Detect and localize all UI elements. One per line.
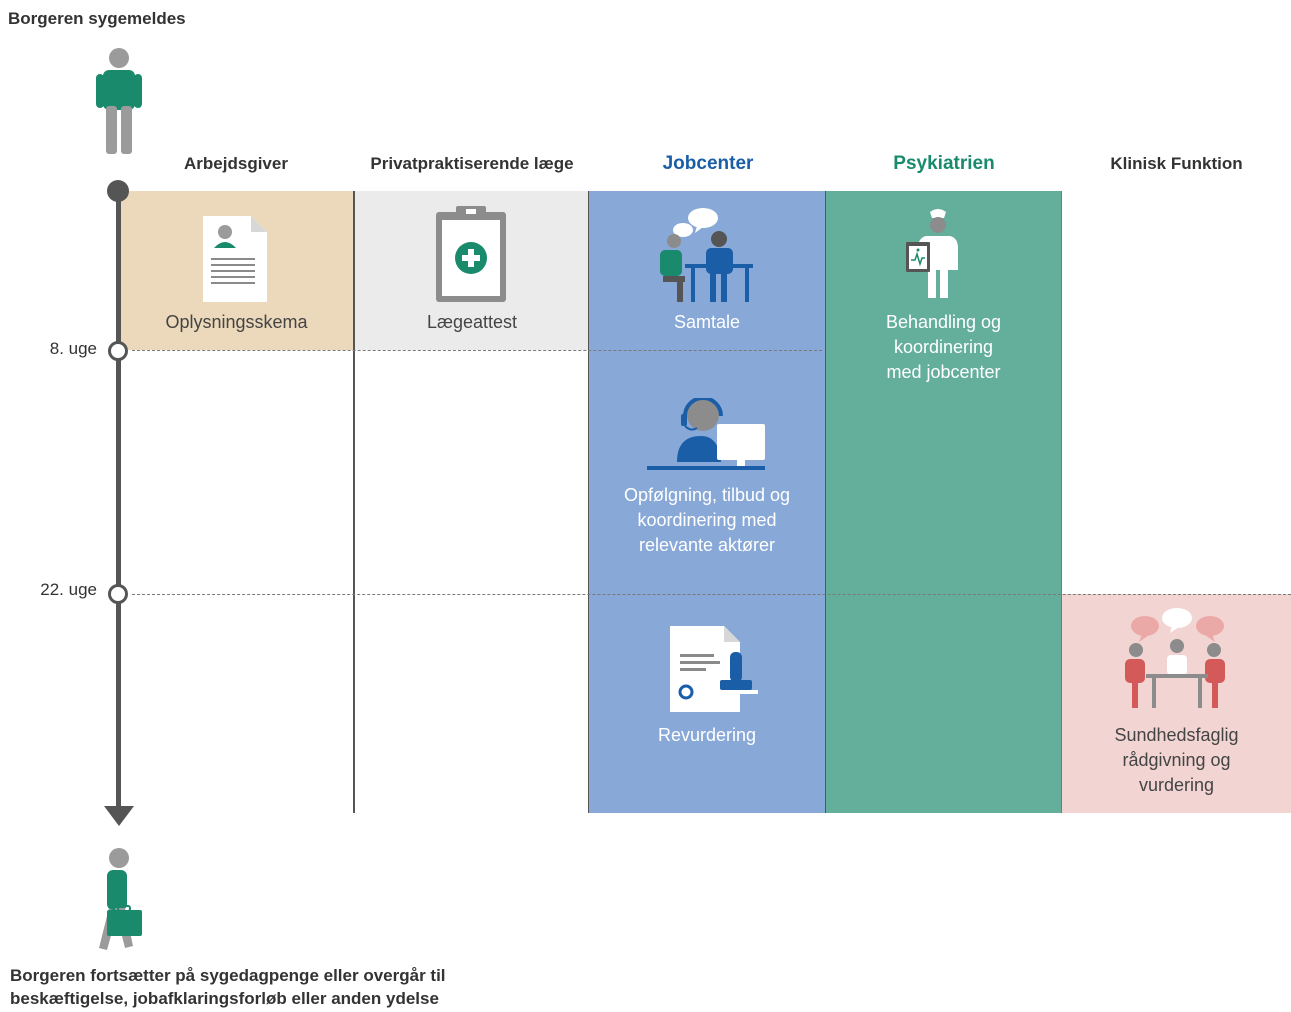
milestone-marker-22 bbox=[108, 584, 128, 604]
column-divider bbox=[588, 191, 589, 813]
person-with-briefcase-icon bbox=[93, 848, 145, 954]
headset-computer-icon bbox=[647, 398, 765, 472]
label-opfoelgning: Opfølgning, tilbud og koordinering med r… bbox=[623, 485, 791, 555]
timeline-arrow bbox=[104, 806, 134, 826]
timeline-start-dot bbox=[107, 180, 129, 202]
column-header-jobcenter: Jobcenter bbox=[662, 153, 754, 174]
label-behandling: Behandling og koordinering med jobcenter bbox=[885, 312, 1002, 382]
milestone-marker-8 bbox=[108, 341, 128, 361]
milestone-line-22 bbox=[132, 594, 1291, 595]
clipboard-medical-icon bbox=[436, 206, 506, 302]
top-title: Borgeren sygemeldes bbox=[8, 9, 186, 28]
column-divider bbox=[353, 191, 355, 813]
bottom-caption: Borgeren fortsætter på sygedagpenge elle… bbox=[10, 966, 446, 1008]
column-header-psykiatrien: Psykiatrien bbox=[893, 153, 995, 174]
column-header-klinisk: Klinisk Funktion bbox=[1110, 154, 1243, 173]
label-laegeattest: Lægeattest bbox=[426, 312, 518, 332]
document-stamp-icon bbox=[670, 626, 762, 712]
milestone-label-8: 8. uge bbox=[49, 339, 97, 358]
label-samtale: Samtale bbox=[673, 312, 741, 332]
form-document-icon bbox=[203, 216, 267, 302]
doctor-icon bbox=[904, 208, 964, 302]
label-sundhedsfaglig: Sundhedsfaglig rådgivning og vurdering bbox=[1114, 725, 1239, 795]
timeline-line bbox=[116, 190, 121, 812]
column-divider bbox=[825, 191, 826, 813]
conversation-meeting-icon bbox=[655, 206, 755, 304]
group-meeting-icon bbox=[1122, 608, 1232, 710]
milestone-line-8 bbox=[132, 350, 822, 351]
label-oplysningsskema: Oplysningsskema bbox=[165, 312, 308, 332]
column-header-laege: Privatpraktiserende læge bbox=[370, 154, 574, 173]
milestone-label-22: 22. uge bbox=[40, 580, 97, 599]
column-divider bbox=[1061, 191, 1062, 813]
klinisk-area bbox=[1062, 594, 1291, 813]
column-header-arbejdsgiver: Arbejdsgiver bbox=[184, 154, 288, 173]
standing-person-icon bbox=[95, 48, 143, 156]
label-revurdering: Revurdering bbox=[657, 725, 757, 745]
